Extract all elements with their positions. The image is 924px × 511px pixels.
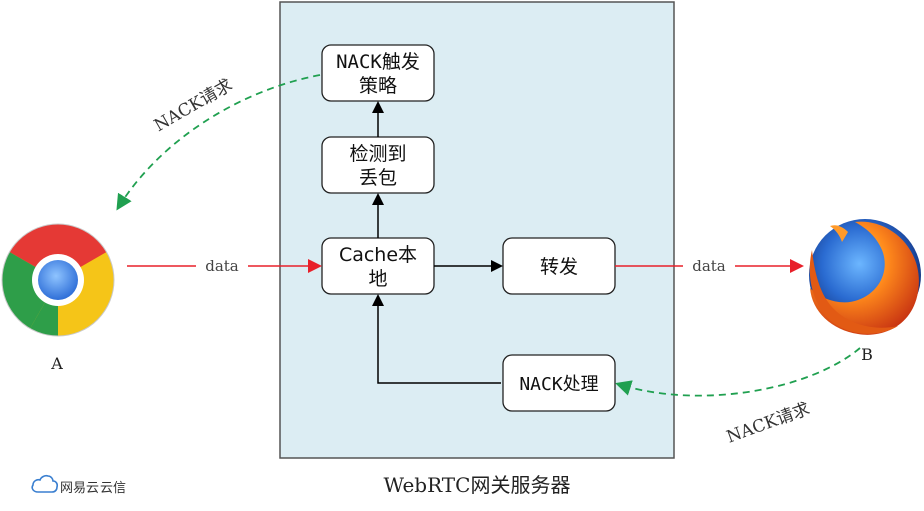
edge-nack-request-a-label: NACK请求 — [151, 75, 236, 136]
edge-data-in-label: data — [205, 257, 239, 275]
client-b-label: B — [861, 345, 873, 364]
edge-data-out-label-bg — [683, 257, 735, 275]
node-nack-strategy-line1: NACK触发 — [336, 51, 420, 73]
edge-data-out-label: data — [692, 257, 726, 275]
client-b: B — [809, 219, 921, 364]
node-cache-line1: Cache本 — [339, 244, 417, 266]
node-forward-text: 转发 — [540, 256, 578, 278]
firefox-icon — [809, 219, 921, 335]
node-nack-process: NACK处理 — [502, 354, 616, 412]
client-a-label: A — [50, 354, 63, 373]
node-nack-strategy: NACK触发 策略 — [321, 44, 435, 102]
edge-nack-request-b-label: NACK请求 — [724, 399, 812, 448]
edge-nack-request-a — [116, 74, 321, 211]
node-forward: 转发 — [502, 237, 616, 295]
edge-nack-process-to-cache — [372, 294, 501, 384]
node-cache-line2: 地 — [368, 268, 387, 290]
watermark-product: 云信 — [100, 481, 126, 496]
node-nack-process-text: NACK处理 — [519, 374, 598, 395]
client-a: A — [1, 223, 115, 373]
chrome-icon — [1, 223, 115, 337]
node-detect-loss: 检测到 丢包 — [321, 136, 435, 194]
node-detect-loss-line1: 检测到 — [349, 143, 406, 165]
node-nack-strategy-line2: 策略 — [359, 75, 397, 97]
server-label: WebRTC网关服务器 — [384, 473, 571, 497]
edge-data-in-label-bg — [196, 257, 248, 275]
watermark: 网易云 云信 — [31, 474, 126, 496]
node-detect-loss-line2: 丢包 — [359, 167, 397, 189]
edge-nack-request-b — [615, 347, 861, 397]
cloud-icon — [31, 474, 59, 493]
node-cache: Cache本 地 — [321, 237, 435, 295]
watermark-brand: 网易云 — [60, 481, 99, 496]
